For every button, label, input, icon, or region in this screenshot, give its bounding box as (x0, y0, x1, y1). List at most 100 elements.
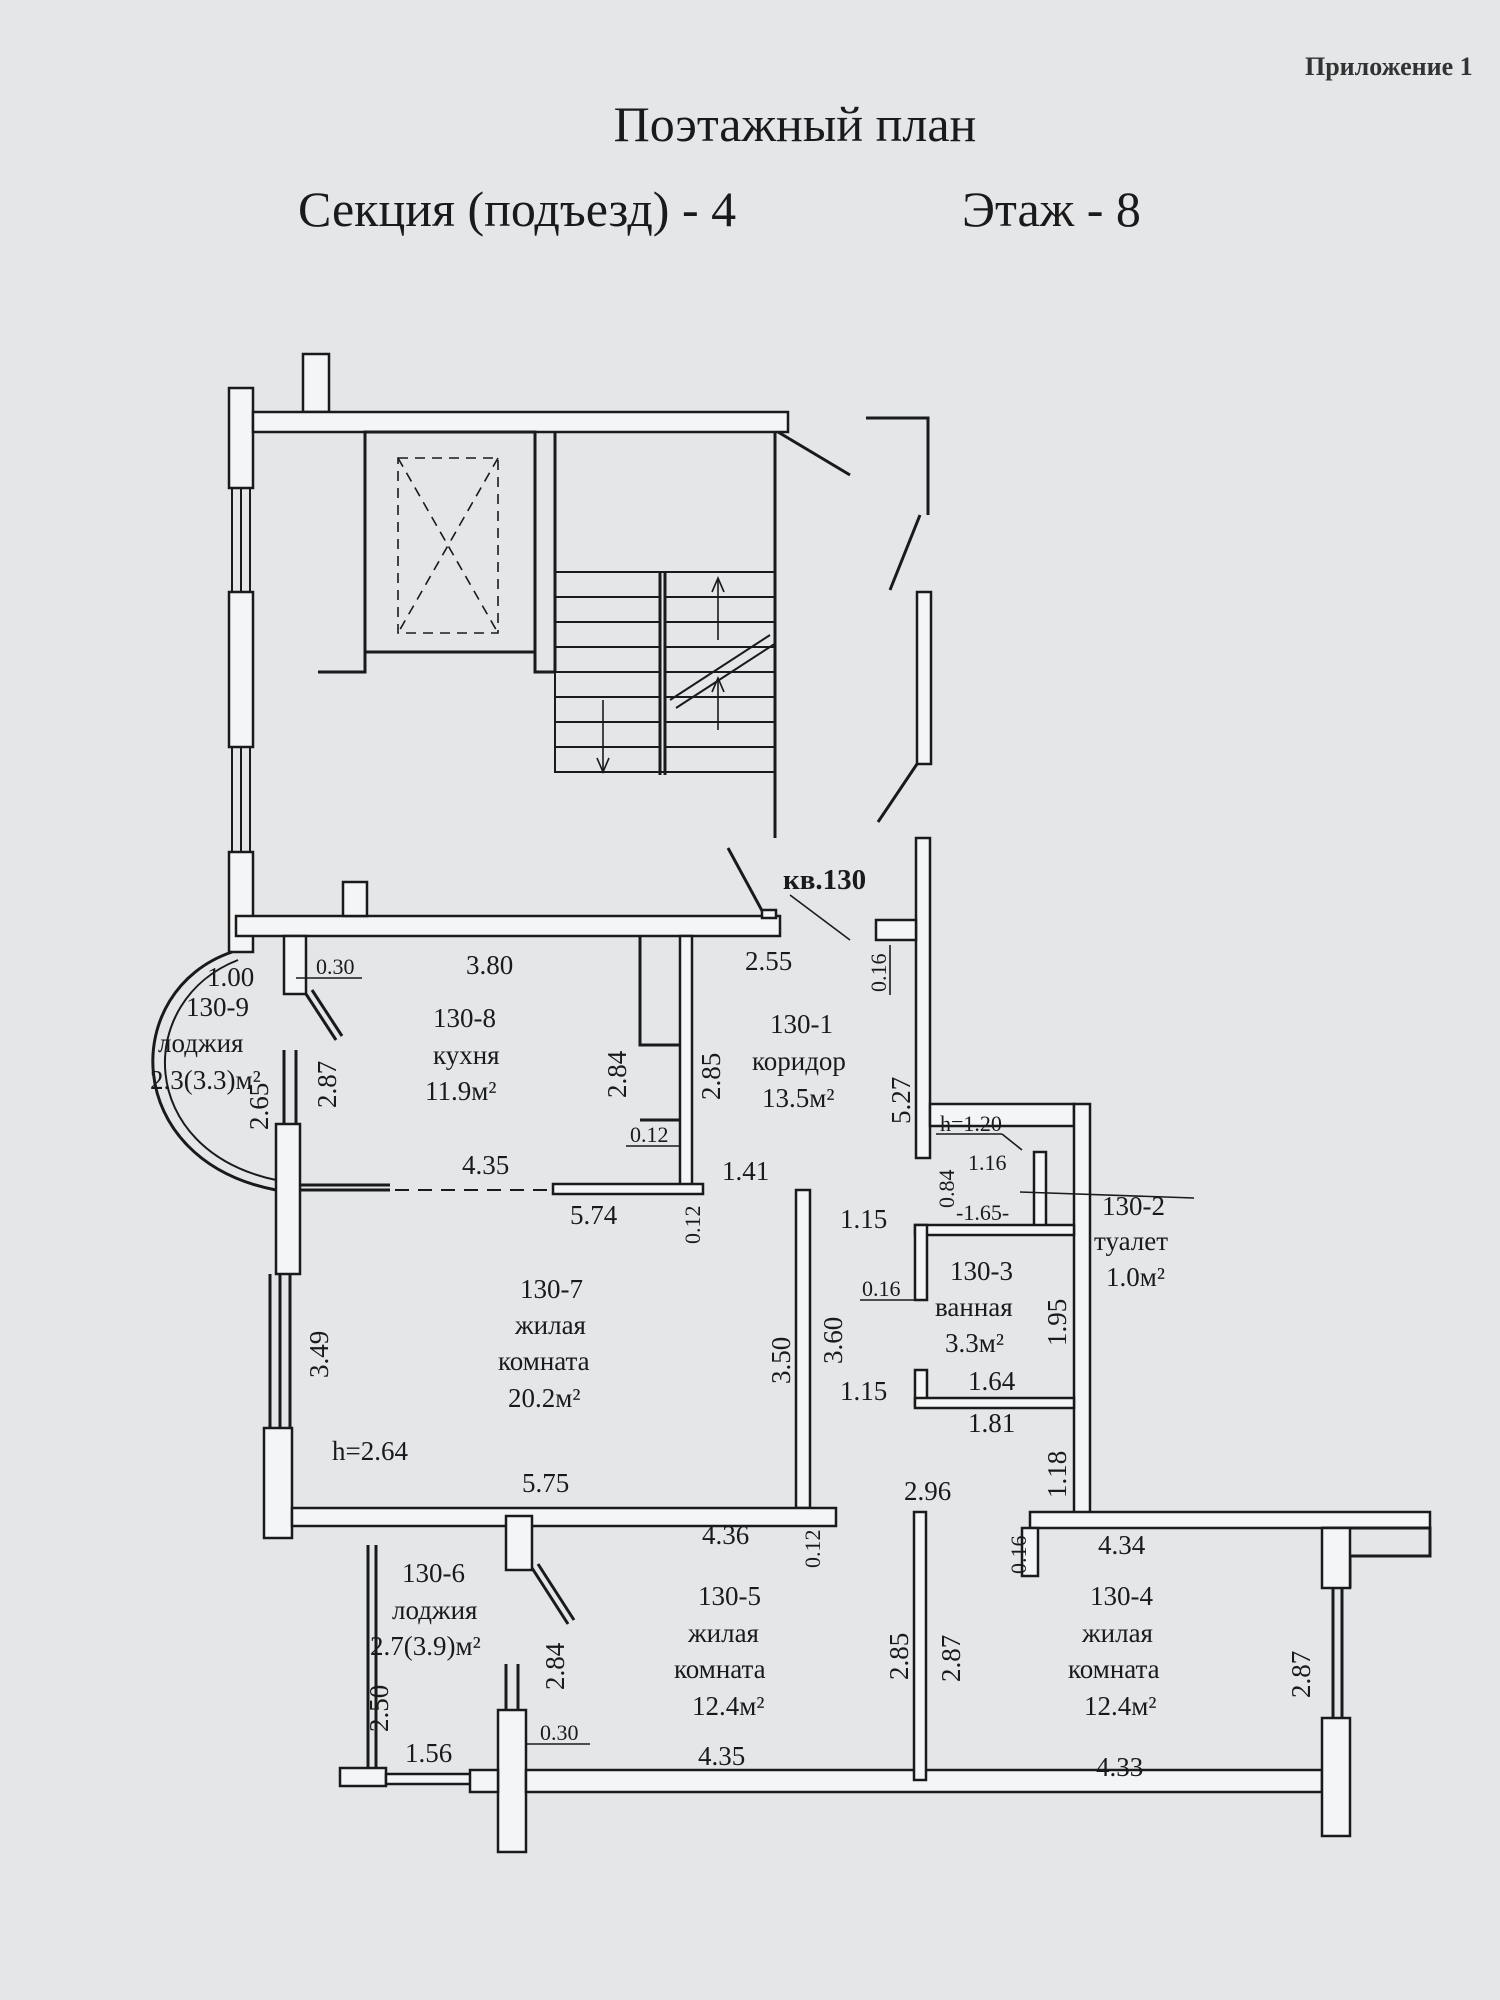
dim: 3.60 (818, 1317, 848, 1364)
dim: 1.81 (968, 1408, 1015, 1438)
dim: 0.12 (680, 1206, 705, 1245)
room-name: коридор (752, 1046, 846, 1076)
wall-pier (227, 386, 255, 490)
room-area: 12.4м² (692, 1691, 764, 1721)
room-name: лоджия (158, 1028, 243, 1058)
room4-pier (1320, 1716, 1352, 1838)
room-area: 13.5м² (762, 1083, 834, 1113)
corridor-partition (678, 934, 694, 1188)
dim: 0.12 (800, 1530, 825, 1569)
room-name-2: комната (1068, 1654, 1160, 1684)
dim: 1.16 (968, 1150, 1007, 1175)
room-id: 130-6 (402, 1558, 465, 1588)
wall-segment (915, 590, 933, 766)
dim: 1.15 (840, 1376, 887, 1406)
dim: 0.30 (540, 1720, 579, 1745)
apartment-label: кв.130 (783, 864, 866, 896)
dim: 2.50 (364, 1685, 394, 1732)
dim: 1.00 (207, 962, 254, 992)
dim: 5.75 (522, 1468, 569, 1498)
dim: 0.16 (866, 954, 891, 993)
living-bottom-wall (290, 1506, 838, 1528)
top-wall (251, 410, 790, 434)
room-area: 1.0м² (1106, 1262, 1165, 1292)
room5-pier (468, 1768, 500, 1794)
room-id: 130-5 (698, 1581, 761, 1611)
room-name-2: комната (674, 1654, 766, 1684)
wall-pier (227, 590, 255, 749)
room-130-5: 130-5 жилая комната 12.4м² (674, 1581, 766, 1721)
room-area: 11.9м² (425, 1076, 496, 1106)
wall-stub (341, 880, 369, 918)
dim: 2.85 (884, 1633, 914, 1680)
room4-top-wall (1028, 1510, 1432, 1530)
room-id: 130-7 (520, 1274, 583, 1304)
loggia-6-pier (504, 1514, 534, 1572)
room-name-1: жилая (514, 1310, 586, 1340)
room-130-7: 130-7 жилая комната 20.2м² (498, 1274, 590, 1413)
dim: 2.55 (745, 946, 792, 976)
room-id: 130-3 (950, 1256, 1013, 1286)
room-130-1: 130-1 коридор 13.5м² (752, 1009, 846, 1113)
page-title: Поэтажный план (613, 96, 977, 152)
section-label: Секция (подъезд) - 4 (298, 181, 737, 237)
stair-lift-hall (227, 352, 933, 954)
room-id: 130-1 (770, 1009, 833, 1039)
entry-jamb (874, 918, 918, 942)
dim: 4.35 (462, 1150, 509, 1180)
wall-stub (760, 908, 778, 920)
appendix-label: Приложение 1 (1305, 52, 1473, 81)
room-id: 130-9 (186, 992, 249, 1022)
room-area: 12.4м² (1084, 1691, 1156, 1721)
kitchen-living-wall (551, 1182, 705, 1196)
dim: 0.84 (934, 1170, 959, 1209)
room-area: 20.2м² (508, 1383, 580, 1413)
dim: 1.56 (405, 1738, 452, 1768)
room4-stub (1020, 1526, 1040, 1578)
dim: 0.16 (1006, 1536, 1031, 1575)
room-area: 2.7(3.9)м² (370, 1631, 481, 1661)
dim: 2.84 (602, 1050, 632, 1098)
room-130-9: 130-9 лоджия 2.3(3.3)м² (150, 992, 261, 1095)
dim: 0.30 (316, 954, 355, 979)
loggia-9-outline (151, 950, 277, 1192)
dim: 3.80 (466, 950, 513, 980)
dim: 4.35 (698, 1741, 745, 1771)
dim: 2.85 (696, 1053, 726, 1100)
dim: 1.95 (1042, 1299, 1072, 1346)
dim: 2.87 (936, 1635, 966, 1682)
living-pier (274, 1122, 302, 1276)
room-area: 3.3м² (945, 1328, 1004, 1358)
room-130-6: 130-6 лоджия 2.7(3.9)м² (370, 1558, 481, 1661)
room5-room4-wall (912, 1510, 928, 1782)
room-area: 2.3(3.3)м² (150, 1065, 261, 1095)
room-name-1: жилая (1081, 1618, 1153, 1648)
room-name: ванная (935, 1292, 1013, 1322)
dim: 4.33 (1096, 1752, 1143, 1782)
dim: 1.41 (722, 1156, 769, 1186)
dim: 0.16 (862, 1276, 901, 1301)
room-id: 130-8 (433, 1003, 496, 1033)
floor-label: Этаж - 8 (962, 181, 1141, 237)
kitchen-window-pier (282, 934, 308, 996)
room-name-1: жилая (687, 1618, 759, 1648)
dimensions: 1.00 0.30 3.80 2.55 0.16 2.87 2.65 2.84 … (207, 945, 1316, 1782)
apartment-walls (151, 836, 1432, 1854)
stair-hall-bottom-wall (234, 914, 782, 938)
room-130-4: 130-4 жилая комната 12.4м² (1068, 1581, 1160, 1721)
bath-top-wall (913, 1223, 1076, 1237)
room-name: лоджия (392, 1595, 477, 1625)
living-right-wall (794, 1188, 812, 1510)
room-name: туалет (1094, 1226, 1168, 1256)
staircase (554, 571, 777, 775)
dim: 2.87 (312, 1061, 342, 1108)
ceiling-height: h=2.64 (332, 1436, 408, 1466)
room-id: 130-4 (1090, 1581, 1153, 1611)
dim: 3.50 (766, 1337, 796, 1384)
dim: 2.96 (904, 1476, 951, 1506)
dim: -1.65- (956, 1200, 1009, 1225)
room5-pier (496, 1708, 528, 1854)
bath-bottom-wall (913, 1396, 1076, 1410)
room-130-8: 130-8 кухня 11.9м² (425, 1003, 500, 1106)
